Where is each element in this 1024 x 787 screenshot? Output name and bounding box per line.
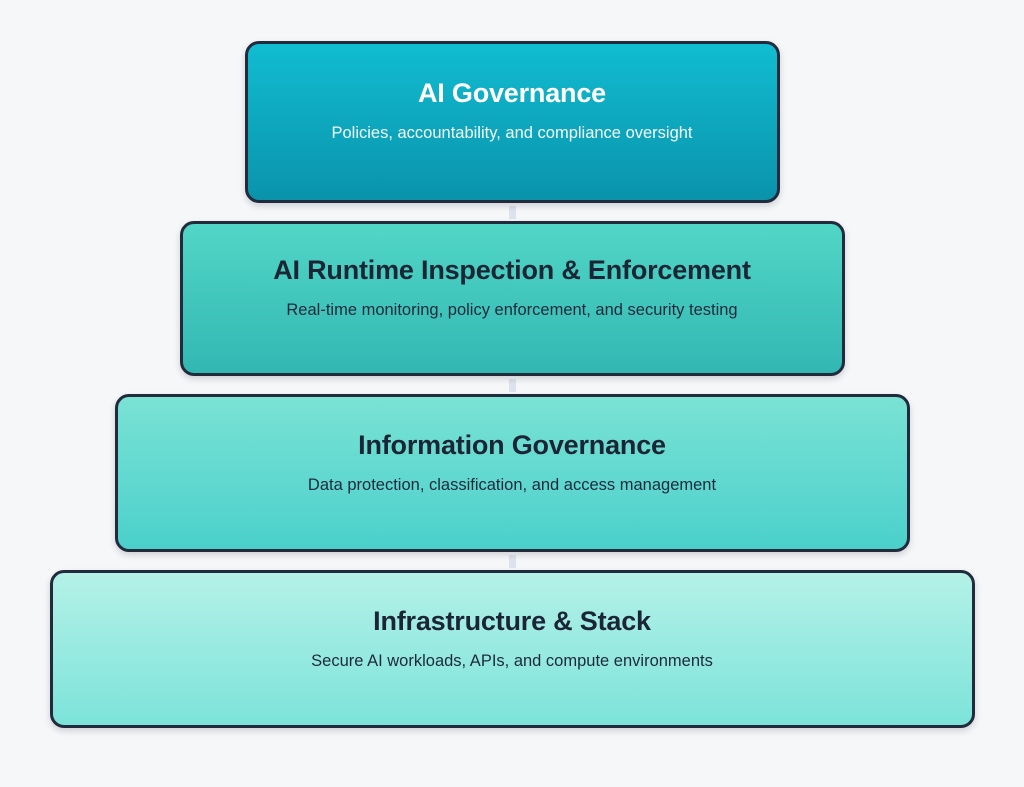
pyramid-layer-wrapper-3: Information Governance Data protection, … (0, 394, 1024, 552)
layer-title: Infrastructure & Stack (373, 606, 651, 636)
layer-title: AI Runtime Inspection & Enforcement (273, 255, 751, 285)
pyramid-layer-ai-runtime-inspection-enforcement[interactable]: AI Runtime Inspection & Enforcement Real… (179, 221, 845, 376)
layer-subtitle: Secure AI workloads, APIs, and compute e… (311, 652, 713, 671)
pyramid-layer-wrapper-1: AI Governance Policies, accountability, … (0, 0, 1024, 203)
pyramid-layer-wrapper-2: AI Runtime Inspection & Enforcement Real… (0, 221, 1024, 376)
pyramid-layer-wrapper-4: Infrastructure & Stack Secure AI workloa… (0, 570, 1024, 728)
layer-subtitle: Real-time monitoring, policy enforcement… (286, 301, 738, 320)
layer-subtitle: Policies, accountability, and compliance… (331, 124, 693, 143)
layer-title: Information Governance (358, 430, 666, 460)
layer-connector-2-3 (508, 379, 516, 392)
layer-subtitle: Data protection, classification, and acc… (307, 476, 717, 495)
layer-connector-1-2 (508, 206, 516, 219)
layer-connector-3-4 (508, 555, 516, 568)
layer-title: AI Governance (418, 78, 606, 108)
pyramid-layer-ai-governance[interactable]: AI Governance Policies, accountability, … (244, 41, 780, 203)
pyramid-layer-information-governance[interactable]: Information Governance Data protection, … (114, 394, 910, 552)
pyramid-layer-infrastructure-stack[interactable]: Infrastructure & Stack Secure AI workloa… (49, 570, 975, 728)
